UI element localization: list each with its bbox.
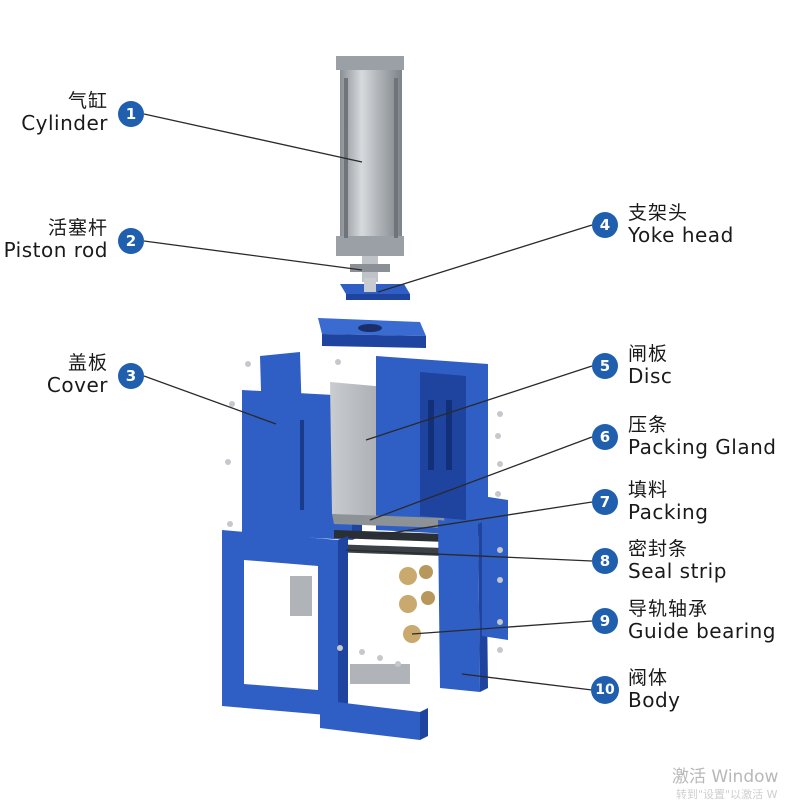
callout-2-cn: 活塞杆 (47, 217, 108, 239)
callout-2-badge: 2 (118, 228, 144, 254)
callout-9-label: 导轨轴承 Guide bearing (628, 598, 796, 643)
callout-5-badge: 5 (592, 353, 618, 379)
activation-watermark: 激活 Window (672, 767, 779, 787)
leader-5 (365, 365, 593, 441)
callout-9-en: Guide bearing (628, 619, 776, 643)
callout-2-en: Piston rod (3, 238, 108, 262)
yoke-head-part (340, 278, 410, 300)
callout-5-label: 闸板 Disc (628, 343, 793, 388)
callout-4-label: 支架头 Yoke head (628, 202, 793, 247)
callout-7-en: Packing (628, 500, 709, 524)
callout-8-en: Seal strip (628, 559, 727, 583)
callout-1-cn: 气缸 (67, 90, 108, 112)
callout-7-cn: 填料 (628, 479, 669, 501)
callout-10-en: Body (628, 688, 681, 712)
callout-5-cn: 闸板 (628, 343, 669, 365)
piston-rod-part (350, 256, 390, 282)
leader-3 (143, 375, 277, 425)
callout-9-badge: 9 (592, 608, 618, 634)
leader-8 (345, 549, 593, 562)
callout-6-badge: 6 (592, 424, 618, 450)
callout-1-badge: 1 (118, 101, 144, 127)
guide-bearing-part (290, 565, 435, 684)
callout-3-badge: 3 (118, 363, 144, 389)
callout-2-label: 活塞杆 Piston rod (2, 217, 108, 262)
callout-5-en: Disc (628, 364, 673, 388)
callout-6-en: Packing Gland (628, 435, 777, 459)
bolt-hardware (225, 359, 503, 667)
right-frame-part (376, 356, 488, 536)
callout-6-label: 压条 Packing Gland (628, 414, 796, 459)
callout-10-badge: 10 (591, 676, 619, 704)
callout-10-cn: 阀体 (628, 667, 669, 689)
packing-gland-part (332, 514, 446, 528)
packing-part (334, 530, 446, 542)
leader-2 (143, 240, 363, 271)
callout-10-label: 阀体 Body (628, 667, 793, 712)
callout-3-en: Cover (46, 373, 108, 397)
callout-4-cn: 支架头 (628, 202, 689, 224)
top-bracket-part (318, 318, 426, 348)
leader-9 (411, 620, 593, 635)
leader-1 (143, 113, 363, 163)
callout-3-label: 盖板 Cover (10, 352, 108, 397)
callout-4-badge: 4 (592, 212, 618, 238)
callout-1-label: 气缸 Cylinder (10, 90, 108, 135)
callout-9-cn: 导轨轴承 (628, 598, 709, 620)
leader-10 (461, 673, 593, 691)
callout-8-cn: 密封条 (628, 538, 689, 560)
callout-3-cn: 盖板 (67, 352, 108, 374)
callout-7-badge: 7 (592, 489, 618, 515)
leader-7 (377, 501, 593, 536)
cylinder-part (336, 56, 404, 256)
callout-1-en: Cylinder (21, 111, 108, 135)
leader-4 (377, 224, 593, 293)
callout-6-cn: 压条 (628, 414, 669, 436)
callout-7-label: 填料 Packing (628, 479, 793, 524)
callout-4-en: Yoke head (628, 223, 734, 247)
activation-watermark-sub: 转到"设置"以激活 W (676, 788, 778, 801)
callout-8-label: 密封条 Seal strip (628, 538, 793, 583)
leader-6 (369, 436, 593, 521)
callout-8-badge: 8 (592, 548, 618, 574)
leader-lines (143, 113, 593, 691)
